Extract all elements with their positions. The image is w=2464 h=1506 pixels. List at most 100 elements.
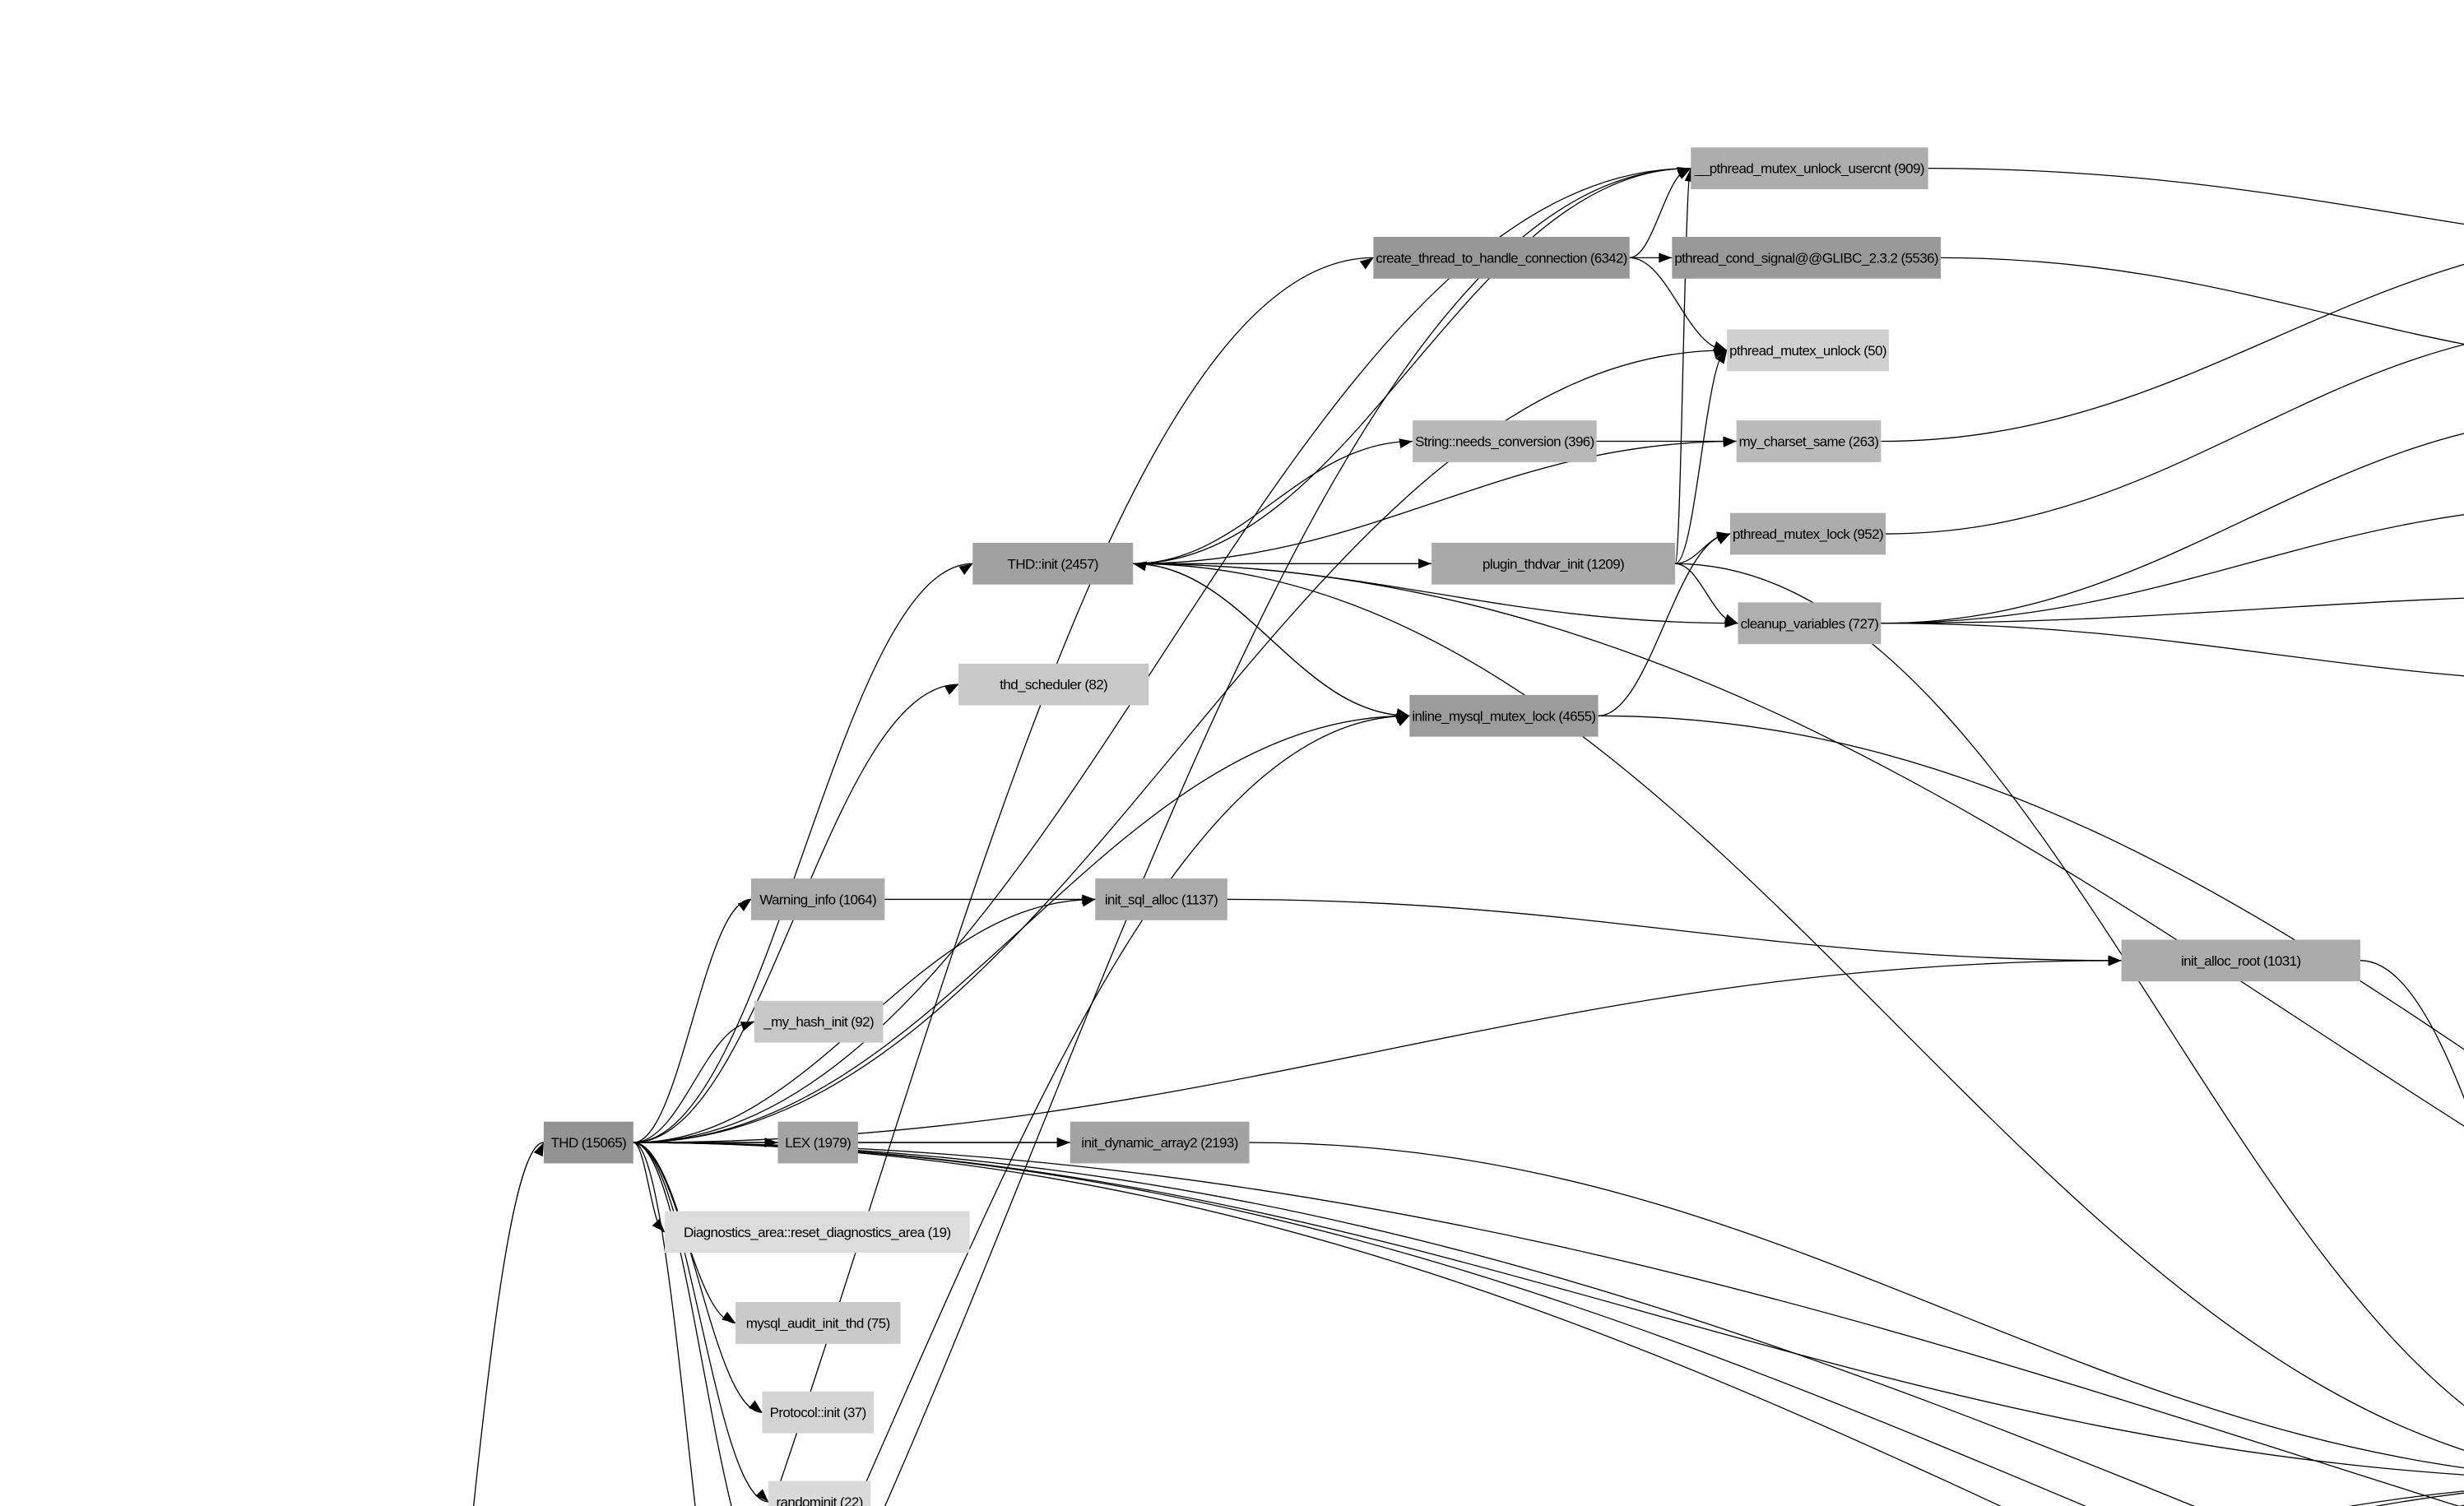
node-label: mysql_audit_init_thd (75) bbox=[746, 1315, 890, 1331]
node-box bbox=[2121, 939, 2360, 982]
node-protocol-init[interactable]: Protocol::init (37) bbox=[762, 1391, 875, 1434]
nodes-layer: handle_connections_sockets (49381)THD (1… bbox=[543, 147, 2360, 1506]
node-plugin-thdvar-init[interactable]: plugin_thdvar_init (1209) bbox=[1432, 542, 1676, 585]
edge-cleanup_variables-to-pthread_rwlock_rdlock bbox=[1881, 433, 2464, 624]
node-label: inline_mysql_mutex_lock (4655) bbox=[1412, 708, 1595, 724]
node-label: THD::init (2457) bbox=[1008, 556, 1098, 572]
edge-cleanup_variables-to-pthread_rwlock_unlock bbox=[1881, 514, 2464, 624]
edge-THD-to-Warning_info bbox=[633, 898, 752, 1143]
node-thd[interactable]: THD (15065) bbox=[543, 1121, 633, 1164]
node-pthread-cond-signal[interactable]: pthread_cond_signal@@GLIBC_2.3.2 (5536) bbox=[1672, 237, 1941, 279]
arrowhead-icon bbox=[1713, 341, 1728, 351]
node-label: LEX (1979) bbox=[785, 1135, 851, 1151]
node-pthread-mutex-unlock[interactable]: pthread_mutex_unlock (50) bbox=[1727, 329, 1889, 372]
node-thd-scheduler[interactable]: thd_scheduler (82) bbox=[958, 663, 1149, 706]
node-create-thread[interactable]: create_thread_to_handle_connection (6342… bbox=[1373, 237, 1630, 279]
edge-inline_mysql_mutex_lock-to-pthread_mutex_lock bbox=[1598, 533, 1730, 716]
edge-THD-to-pthread_mutex_unlock bbox=[633, 350, 1728, 1143]
node-my-hash-init[interactable]: _my_hash_init (92) bbox=[754, 1000, 884, 1043]
edge-THD_init-to-pthread_mutex_unlock_usercnt bbox=[1133, 168, 1691, 564]
edge-handle_connections_sockets-to-my_malloc bbox=[2348, 1490, 2464, 1506]
edge-THD-to-my_rnd bbox=[633, 1142, 732, 1506]
node-diagnostics-area[interactable]: Diagnostics_area::reset_diagnostics_area… bbox=[664, 1211, 970, 1253]
edge-plugin_thdvar_init-to-pthread_mutex_unlock_usercnt bbox=[1674, 168, 1691, 564]
arrowhead-icon bbox=[1724, 614, 1738, 624]
edge-plugin_thdvar_init-to-my_malloc bbox=[1675, 563, 2464, 1406]
arrowhead-icon bbox=[2108, 955, 2122, 966]
edge-THD_init-to-my_malloc bbox=[1133, 563, 2464, 1451]
edge-THD-to-rw_pr_init bbox=[633, 1142, 2002, 1506]
node-thd-init[interactable]: THD::init (2457) bbox=[972, 542, 1134, 585]
arrowhead-icon bbox=[1677, 166, 1691, 177]
node-randominit[interactable]: randominit (22) bbox=[768, 1481, 871, 1506]
edge-create_thread-to-pthread_mutex_unlock bbox=[1629, 257, 1728, 351]
edge-THD-to-pthread_mutex_init bbox=[633, 1142, 2460, 1506]
node-init-dynamic-array2[interactable]: init_dynamic_array2 (2193) bbox=[1070, 1121, 1250, 1164]
node-label: init_sql_alloc (1137) bbox=[1105, 892, 1218, 907]
edge-my_charset_same-to-strcmp bbox=[1881, 263, 2464, 443]
arrowhead-icon bbox=[1418, 558, 1432, 569]
node-label: init_alloc_root (1031) bbox=[2181, 953, 2301, 969]
arrowhead-icon bbox=[958, 563, 973, 575]
edge-handle_connections_sockets-to-inline_mysql_mutex_lock bbox=[855, 715, 1410, 1506]
node-inline-mysql-mutex-lock[interactable]: inline_mysql_mutex_lock (4655) bbox=[1409, 694, 1599, 737]
node-box bbox=[1070, 1121, 1250, 1164]
edge-THD-to-randominit bbox=[633, 1142, 769, 1503]
edge-init_dynamic_array2-to-my_malloc bbox=[1249, 1142, 2464, 1469]
edge-THD-to-MDL_context bbox=[633, 1142, 2086, 1506]
node-box bbox=[1691, 147, 1928, 190]
arrowhead-icon bbox=[722, 1311, 735, 1323]
arrowhead-icon bbox=[944, 684, 959, 695]
node-pthread-mutex-unlock-usercnt[interactable]: __pthread_mutex_unlock_usercnt (909) bbox=[1691, 147, 1928, 190]
arrowhead-icon bbox=[1716, 531, 1730, 542]
node-label: thd_scheduler (82) bbox=[1000, 677, 1107, 693]
node-box bbox=[1727, 329, 1889, 372]
edge-pthread_cond_signal-to-lll_mutex_lock_wait bbox=[1940, 257, 2464, 345]
edge-pthread_mutex_lock-to-L_mutex_lock_1133 bbox=[1886, 344, 2464, 535]
node-string-needs-conversion[interactable]: String::needs_conversion (396) bbox=[1413, 420, 1597, 462]
node-warning-info[interactable]: Warning_info (1064) bbox=[751, 878, 885, 920]
node-cleanup-variables[interactable]: cleanup_variables (727) bbox=[1738, 602, 1882, 645]
node-box bbox=[1672, 237, 1941, 279]
edge-THD-to-my_hash_init bbox=[633, 1021, 754, 1143]
arrowhead-icon bbox=[1723, 436, 1737, 447]
edge-THD_init-to-my_pthread_fastmutex_lock bbox=[1133, 563, 2464, 1127]
node-label: __pthread_mutex_unlock_usercnt (909) bbox=[1694, 161, 1924, 177]
node-init-alloc-root[interactable]: init_alloc_root (1031) bbox=[2121, 939, 2360, 982]
node-my-charset-same[interactable]: my_charset_same (263) bbox=[1736, 420, 1882, 462]
arrowhead-icon bbox=[755, 1489, 769, 1502]
node-box bbox=[777, 1121, 858, 1164]
node-box bbox=[664, 1211, 970, 1253]
edge-THD-to-my_malloc bbox=[633, 1142, 2464, 1476]
arrowhead-icon bbox=[1715, 350, 1728, 364]
edge-handle_connections_sockets-to-THD bbox=[473, 1142, 544, 1506]
edge-inline_mysql_mutex_lock-to-THD_init bbox=[1133, 563, 1410, 716]
node-box bbox=[543, 1121, 633, 1164]
edge-THD-to-THD_init bbox=[633, 563, 973, 1143]
arrowhead-icon bbox=[740, 1022, 754, 1031]
edge-handle_connections_sockets-to-create_thread bbox=[771, 257, 1374, 1506]
node-box bbox=[751, 878, 885, 920]
node-init-sql-alloc[interactable]: init_sql_alloc (1137) bbox=[1095, 878, 1227, 920]
edge-handle_connections_sockets-to-my_pthread_fastmutex_lock bbox=[377, 1483, 2464, 1506]
node-pthread-mutex-lock[interactable]: pthread_mutex_lock (952) bbox=[1729, 512, 1886, 555]
node-mysql-audit-init-thd[interactable]: mysql_audit_init_thd (75) bbox=[735, 1302, 901, 1344]
arrowhead-icon bbox=[652, 1219, 665, 1232]
arrowhead-icon bbox=[749, 1400, 763, 1413]
edge-THD_init-to-String_needs_conversion bbox=[1133, 440, 1413, 564]
arrowhead-icon bbox=[1056, 1138, 1070, 1148]
node-label: THD (15065) bbox=[550, 1135, 626, 1151]
node-label: create_thread_to_handle_connection (6342… bbox=[1376, 250, 1626, 266]
arrowhead-icon bbox=[1399, 438, 1413, 449]
edge-THD-to-pthread_mutex_unlock_usercnt bbox=[633, 168, 1691, 1143]
node-box bbox=[762, 1391, 875, 1434]
node-box bbox=[1432, 542, 1676, 585]
node-lex[interactable]: LEX (1979) bbox=[777, 1121, 858, 1164]
node-label: my_charset_same (263) bbox=[1739, 434, 1879, 450]
edge-cleanup_variables-to-free bbox=[1881, 623, 2464, 677]
edge-handle_connections_sockets-to-pthread_mutex_unlock_usercnt bbox=[884, 168, 1691, 1506]
edge-vio_new-to-my_malloc bbox=[2459, 1504, 2464, 1506]
node-box bbox=[754, 1000, 884, 1043]
arrowhead-icon bbox=[1359, 257, 1374, 270]
